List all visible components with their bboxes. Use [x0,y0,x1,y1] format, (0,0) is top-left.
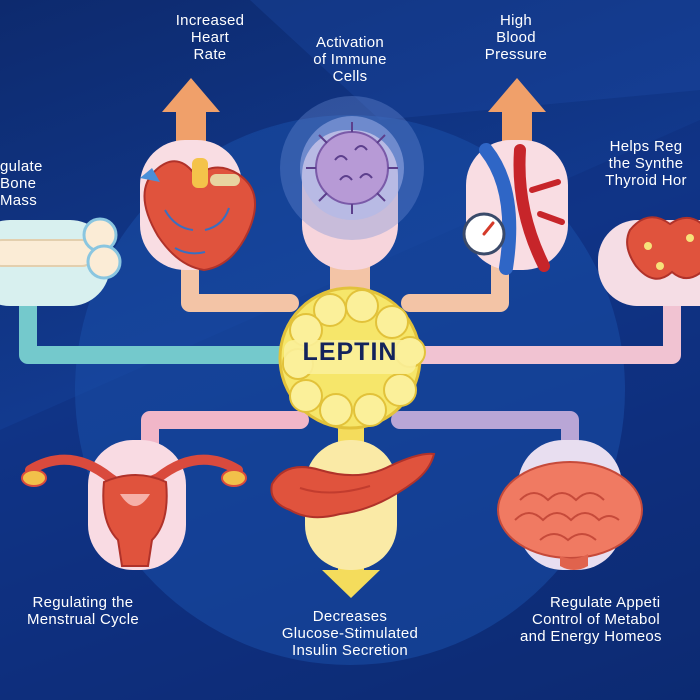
arrow-insulin-head [322,570,380,598]
leptin-label: LEPTIN [302,338,398,366]
connector-bone [19,281,299,364]
immune-cell-icon [280,96,424,240]
heart-icon [140,158,256,272]
brain-icon [497,461,643,570]
uterus-icon [21,454,247,567]
bone-icon [0,217,122,280]
bg-top-band [250,0,700,120]
connector-heart [181,246,299,312]
thyroid-icon [626,216,700,280]
pancreas-icon [270,452,436,519]
connector-thyroid [401,281,681,364]
leptin-cluster-icon [278,286,426,430]
blood-vessel-icon [462,143,565,275]
